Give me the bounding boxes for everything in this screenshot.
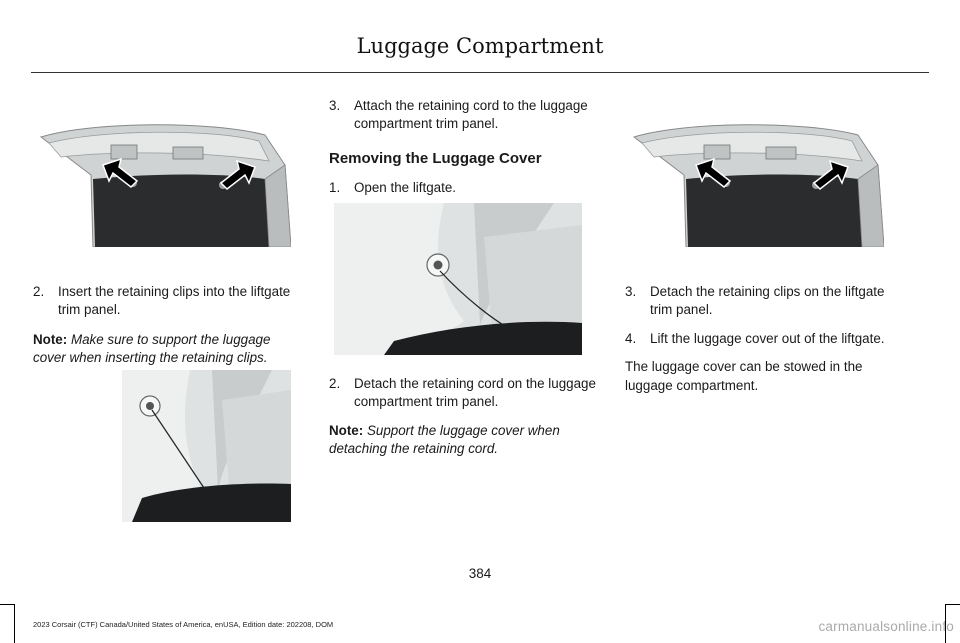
right-step-3: 3. Detach the retaining clips on the lif… xyxy=(625,283,897,320)
section-heading: Removing the Luggage Cover xyxy=(329,149,542,167)
right-step-4: 4. Lift the luggage cover out of the lif… xyxy=(625,330,897,348)
middle-step-3: 3. Attach the retaining cord to the lugg… xyxy=(329,97,605,134)
crop-mark xyxy=(0,604,14,605)
step-number: 3. xyxy=(329,98,341,113)
step-number: 4. xyxy=(625,330,637,346)
edition-footer: 2023 Corsair (CTF) Canada/United States … xyxy=(33,620,334,629)
step-text: Detach the retaining clips on the liftga… xyxy=(650,284,885,318)
middle-step-1: 1. Open the liftgate. xyxy=(329,179,605,197)
step-text: Lift the luggage cover out of the liftga… xyxy=(650,330,885,346)
note-label: Note: xyxy=(33,331,68,347)
step-number: 1. xyxy=(329,180,341,196)
crop-mark xyxy=(945,604,946,643)
step-number: 3. xyxy=(625,284,637,299)
page-number: 384 xyxy=(468,566,492,581)
step-text: Insert the retaining clips into the lift… xyxy=(58,284,291,318)
middle-step-2: 2. Detach the retaining cord on the lugg… xyxy=(329,375,605,412)
watermark: carmanualsonline.info xyxy=(818,619,954,634)
retaining-cord-removal-illustration xyxy=(334,203,582,355)
header-rule xyxy=(31,72,929,73)
right-paragraph: The luggage cover can be stowed in the l… xyxy=(625,359,863,393)
step-number: 2. xyxy=(329,376,341,391)
note-label: Note: xyxy=(329,422,364,438)
middle-note: Note: Support the luggage cover when det… xyxy=(329,422,605,459)
step-text: Detach the retaining cord on the luggage… xyxy=(354,376,596,410)
note-text: Support the luggage cover when detaching… xyxy=(329,422,560,457)
page-title: Luggage Compartment xyxy=(356,34,604,58)
liftgate-clips-illustration xyxy=(33,95,291,247)
step-text: Open the liftgate. xyxy=(354,180,456,196)
note-text: Make sure to support the luggage cover w… xyxy=(33,331,271,366)
retaining-cord-illustration xyxy=(122,370,291,522)
step-number: 2. xyxy=(33,284,45,299)
liftgate-clips-detach-illustration xyxy=(626,95,884,247)
left-note: Note: Make sure to support the luggage c… xyxy=(33,331,301,368)
step-text: Attach the retaining cord to the luggage… xyxy=(354,98,588,132)
crop-mark xyxy=(945,604,960,605)
left-step-2: 2. Insert the retaining clips into the l… xyxy=(33,283,301,320)
crop-mark xyxy=(14,604,15,643)
